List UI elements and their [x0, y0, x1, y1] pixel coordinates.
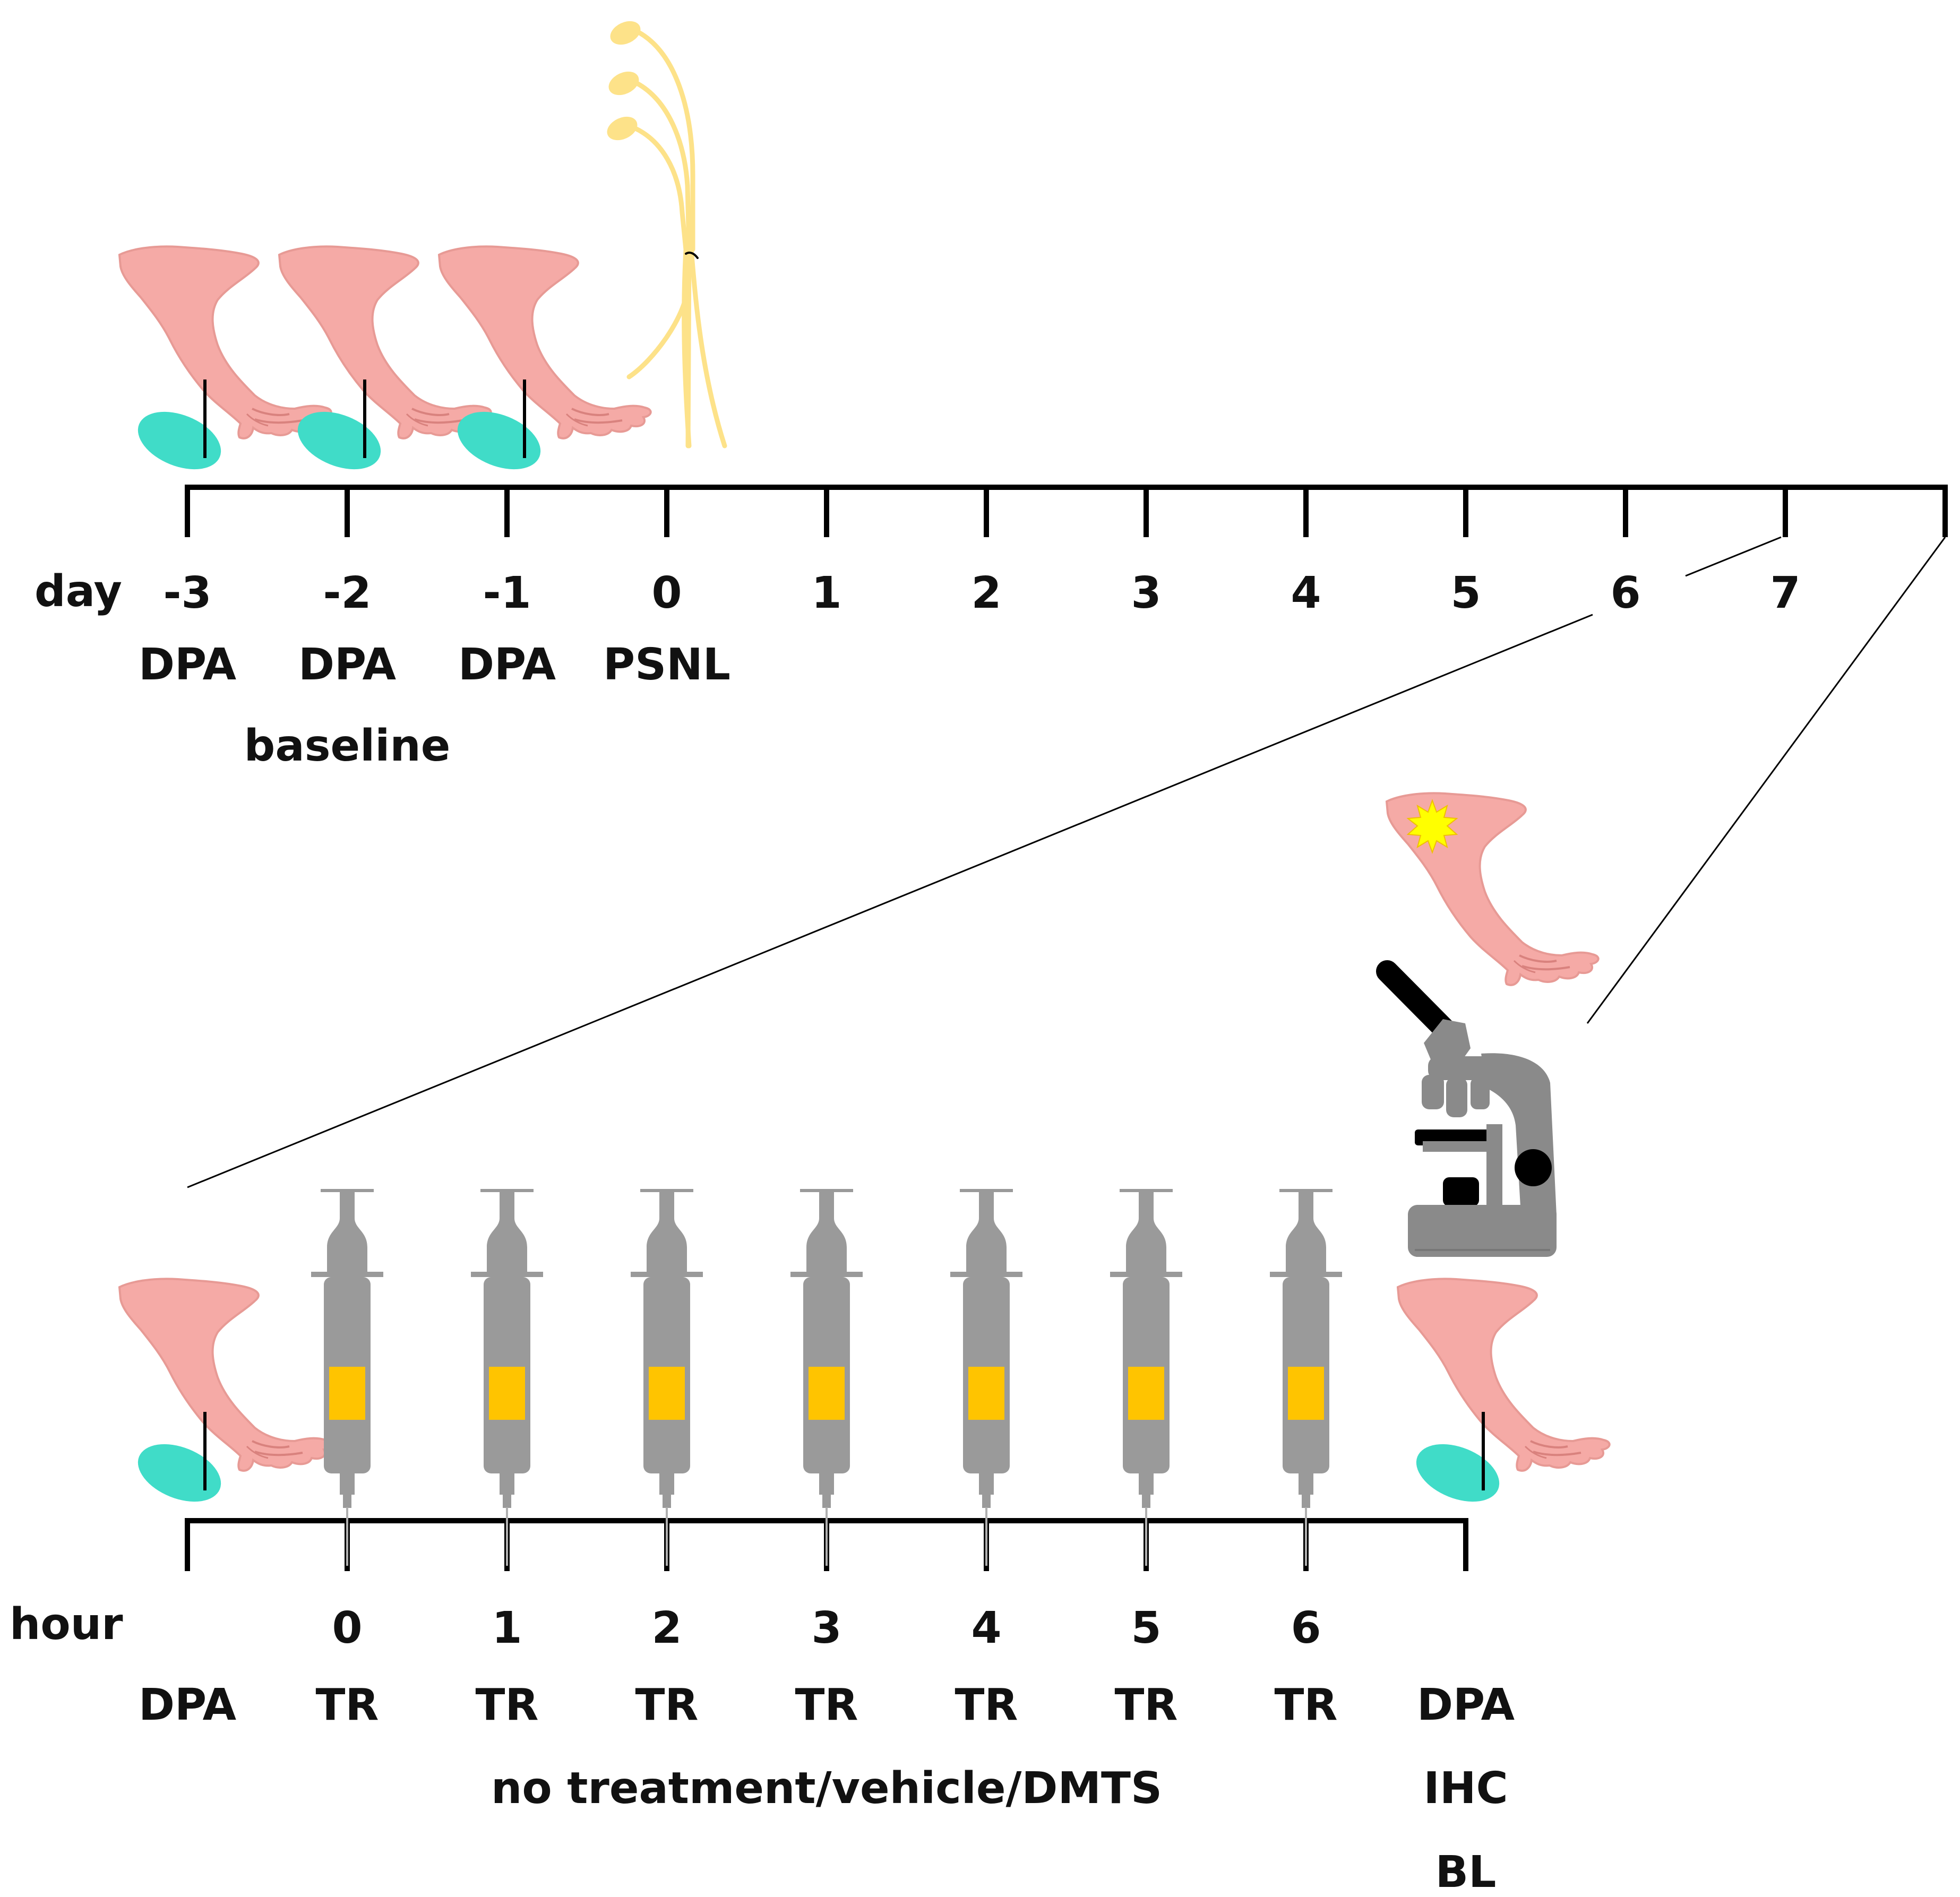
bottom-tick-label: 0 — [332, 1603, 362, 1653]
microscope-icon — [1376, 960, 1557, 1257]
bottom-axis-label: hour — [10, 1599, 123, 1650]
event-label-tr: TR — [1114, 1680, 1177, 1730]
top-axis-label: day — [35, 566, 122, 617]
paw-icon — [118, 1278, 332, 1472]
syringe-icon — [949, 1188, 1024, 1567]
top-tick-label: 0 — [651, 568, 682, 618]
inflamed-paw-icon — [1386, 792, 1600, 986]
top-timeline-axis — [185, 485, 1948, 537]
event-label-dpa: DPA — [139, 1680, 237, 1730]
baseline-group-label: baseline — [244, 721, 451, 771]
top-tick-label: -3 — [163, 568, 211, 618]
top-tick-label: -2 — [323, 568, 371, 618]
treatment-group-label: no treatment/vehicle/DMTS — [491, 1763, 1162, 1814]
event-label-tr: TR — [635, 1680, 698, 1730]
syringe-icon — [630, 1188, 704, 1567]
top-tick-label: 5 — [1450, 568, 1481, 618]
event-label-tr: TR — [955, 1680, 1018, 1730]
syringe-icon — [1109, 1188, 1183, 1567]
paw-icon — [1397, 1278, 1611, 1472]
top-tick-label: 4 — [1291, 568, 1321, 618]
bottom-tick-label: 3 — [811, 1603, 841, 1653]
syringe-icon — [310, 1188, 384, 1567]
bottom-tick-label: 4 — [971, 1603, 1001, 1653]
syringe-icon — [1269, 1188, 1343, 1567]
top-tick-label: 2 — [971, 568, 1001, 618]
event-label-psnl: PSNL — [603, 640, 730, 690]
event-label-dpa: DPA — [1417, 1680, 1515, 1730]
top-tick-label: 1 — [811, 568, 841, 618]
event-label-tr: TR — [315, 1680, 379, 1730]
event-label-tr: TR — [475, 1680, 538, 1730]
end-label-ihc: IHC — [1423, 1763, 1508, 1814]
top-tick-label: 7 — [1770, 568, 1800, 618]
event-label-dpa: DPA — [139, 640, 237, 690]
event-label-dpa: DPA — [298, 640, 397, 690]
zoom-connector — [187, 536, 1946, 1188]
event-label-dpa: DPA — [458, 640, 556, 690]
bottom-tick-label: 6 — [1291, 1603, 1321, 1653]
event-label-tr: TR — [795, 1680, 858, 1730]
bottom-tick-label: 1 — [492, 1603, 522, 1653]
syringe-icon — [470, 1188, 544, 1567]
end-label-bl: BL — [1435, 1847, 1497, 1897]
bottom-tick-label: 2 — [651, 1603, 682, 1653]
top-tick-label: -1 — [483, 568, 531, 618]
top-tick-label: 6 — [1610, 568, 1640, 618]
syringe-icon — [789, 1188, 864, 1567]
inflammation-flash-icon — [1406, 799, 1458, 854]
top-tick-label: 3 — [1131, 568, 1161, 618]
bottom-timeline-axis — [185, 1518, 1468, 1571]
event-label-tr: TR — [1274, 1680, 1337, 1730]
bottom-tick-label: 5 — [1131, 1603, 1161, 1653]
sciatic-nerve-icon — [607, 21, 727, 449]
